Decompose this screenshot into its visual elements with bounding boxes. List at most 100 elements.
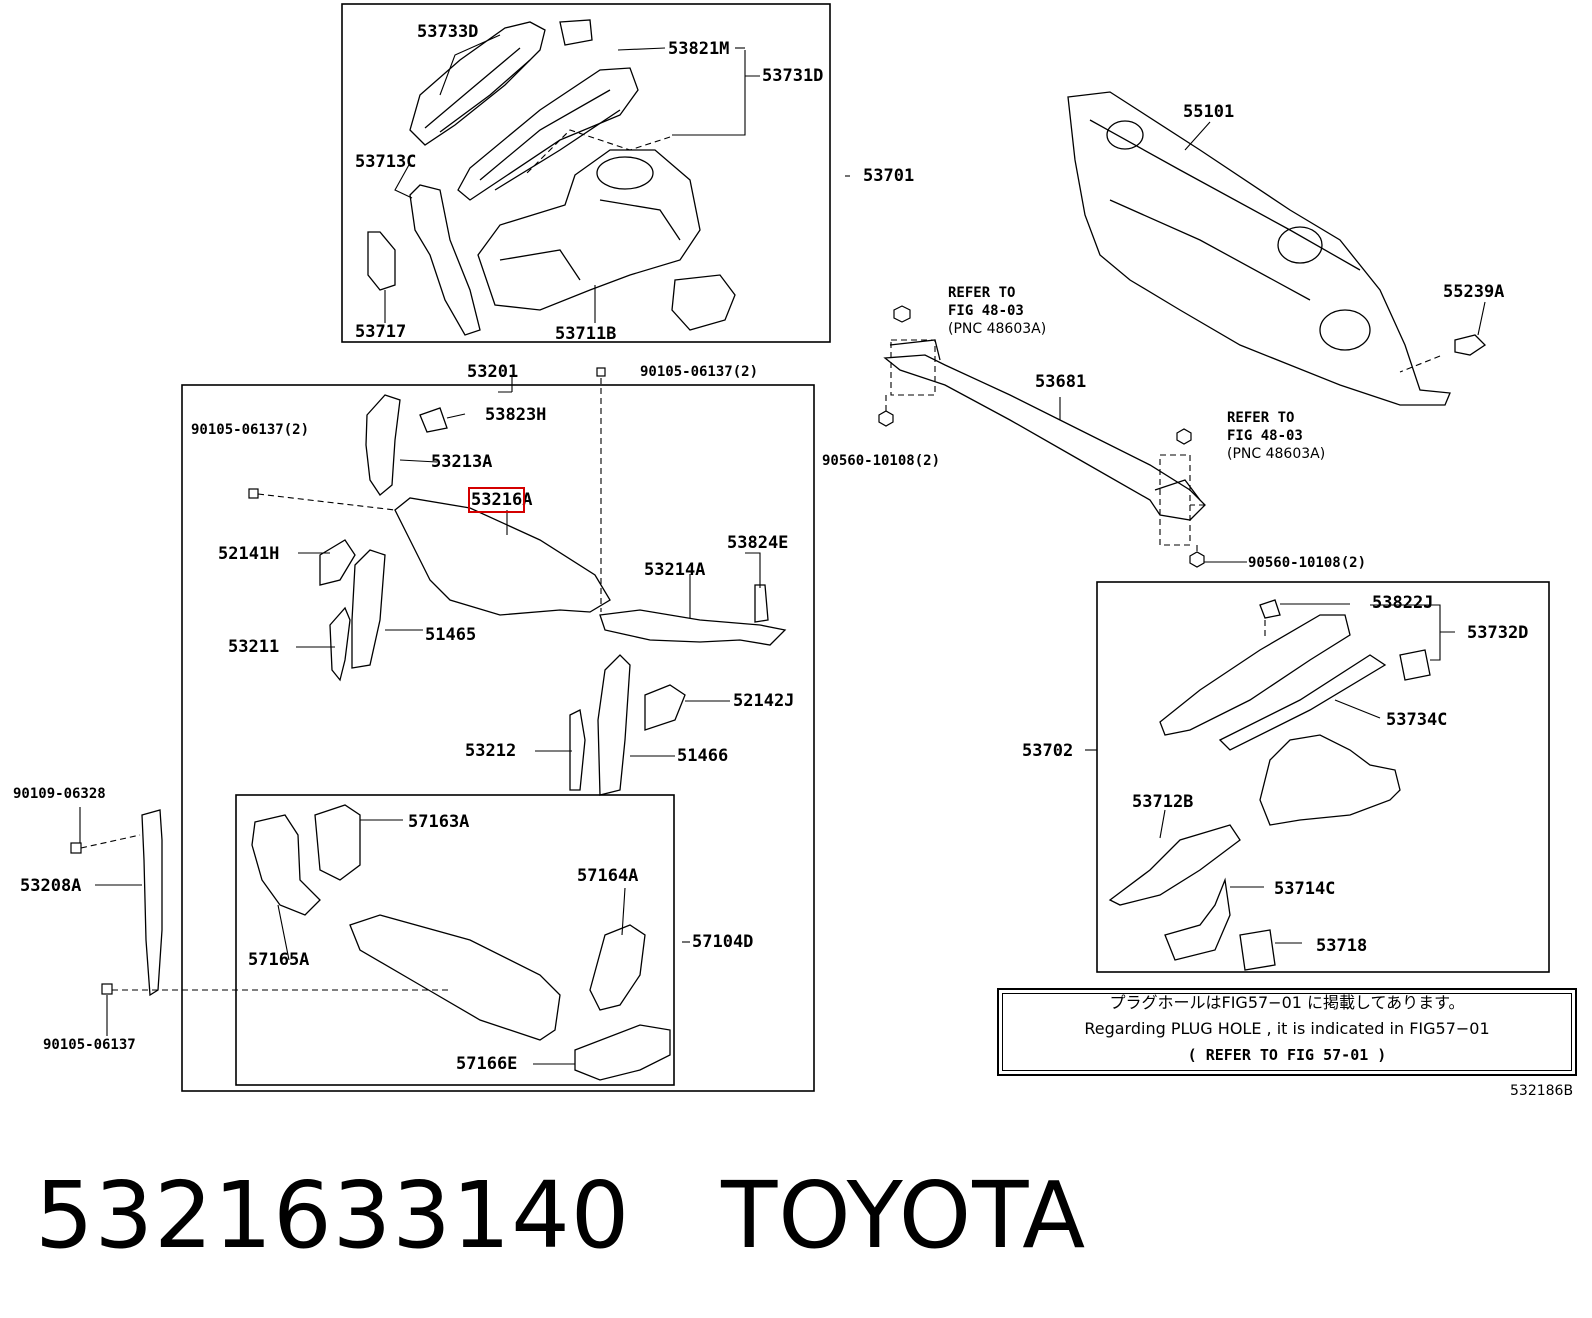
callout-53821M: 53821M — [668, 39, 730, 59]
callout-52141H: 52141H — [218, 544, 280, 564]
nut-refer-top — [893, 305, 911, 323]
callout-53216A-highlight: 53216 — [467, 487, 526, 513]
group-box-57104D — [235, 794, 675, 1086]
callout-90560-10108-2-left: 90560-10108(2) — [822, 453, 941, 469]
drawing-number: 532186B — [1510, 1083, 1574, 1099]
part-drawing-53702-housing — [1259, 734, 1401, 826]
refer-top-line2: FIG 48-03 — [948, 303, 1024, 319]
part-drawing-53821M — [559, 19, 593, 46]
callout-51466: 51466 — [677, 746, 729, 766]
part-drawing-53714C — [1164, 877, 1231, 961]
refer-right-line1: REFER TO — [1227, 410, 1295, 426]
plug-hole-note: プラグホールはFIG57−01 に掲載してあります。 Regarding PLU… — [997, 988, 1577, 1076]
nut-refer-right — [1176, 428, 1192, 445]
callout-53213A: 53213A — [431, 452, 493, 472]
callout-55101: 55101 — [1183, 102, 1235, 122]
part-drawing-53213A — [365, 394, 401, 496]
part-drawing-53732D-bracket — [1399, 649, 1431, 681]
callout-53718: 53718 — [1316, 936, 1368, 956]
callout-55239A: 55239A — [1443, 282, 1505, 302]
callout-53824E: 53824E — [727, 533, 789, 553]
callout-53702: 53702 — [1022, 741, 1074, 761]
callout-57166E: 57166E — [456, 1054, 518, 1074]
group-box-53702 — [1096, 581, 1550, 973]
callout-53714C: 53714C — [1274, 879, 1336, 899]
part-drawing-53731D — [457, 67, 639, 201]
callout-90109-06328: 90109-06328 — [13, 786, 106, 802]
group-box-53201 — [181, 384, 815, 1092]
part-drawing-53711B — [477, 149, 701, 311]
nut-90560-10108-left — [878, 410, 894, 427]
refer-right-line2: FIG 48-03 — [1227, 428, 1303, 444]
callout-53822J: 53822J — [1372, 593, 1434, 613]
callout-53717: 53717 — [355, 322, 407, 342]
bolt-90105-06137-top — [596, 367, 606, 377]
callout-53733D: 53733D — [417, 22, 479, 42]
callout-53734C: 53734C — [1386, 710, 1448, 730]
part-drawing-53211 — [329, 606, 351, 682]
part-number-caption: 5321633140 TOYOTA — [35, 1162, 1087, 1269]
group-box-53701 — [341, 3, 831, 343]
callout-53701: 53701 — [863, 166, 915, 186]
part-drawing-53734C — [1218, 654, 1387, 751]
callout-53732D: 53732D — [1467, 623, 1529, 643]
part-drawing-57164A — [589, 924, 646, 1011]
callout-53216A: 53216A — [467, 487, 533, 513]
bolt-90105-06137 — [101, 983, 113, 995]
callout-53713C: 53713C — [355, 152, 417, 172]
callout-53681: 53681 — [1035, 372, 1087, 392]
part-drawing-51465 — [351, 549, 386, 669]
callout-53731D: 53731D — [762, 66, 824, 86]
part-drawing-53823H — [419, 407, 448, 433]
callout-57165A: 57165A — [248, 950, 310, 970]
note-line-english: Regarding PLUG HOLE , it is indicated in… — [1084, 1019, 1490, 1038]
callout-57104D: 57104D — [692, 932, 754, 952]
part-drawing-52142J — [644, 684, 686, 731]
callout-57164A: 57164A — [577, 866, 639, 886]
refer-right-line3: (PNC 48603A) — [1227, 446, 1326, 462]
part-drawing-53681 — [883, 339, 1206, 521]
refer-block-right: REFER TO FIG 48-03 (PNC 48603A) — [1227, 409, 1325, 463]
part-drawing-53822J — [1259, 599, 1281, 619]
part-drawing-53733D — [409, 21, 546, 146]
part-drawing-53214A — [599, 609, 787, 646]
nut-90560-10108-right — [1189, 551, 1205, 568]
callout-53711B: 53711B — [555, 324, 617, 344]
callout-53201: 53201 — [467, 362, 519, 382]
note-line-japanese: プラグホールはFIG57−01 に掲載してあります。 — [1109, 993, 1465, 1012]
callout-53211: 53211 — [228, 637, 280, 657]
part-drawing-57163A — [314, 804, 361, 881]
part-drawing-53208A — [141, 809, 163, 997]
callout-90105-06137-2-left: 90105-06137(2) — [191, 422, 310, 438]
callout-53208A: 53208A — [20, 876, 82, 896]
callout-52142J: 52142J — [733, 691, 795, 711]
part-drawing-55101 — [1067, 91, 1451, 406]
part-drawing-53824E — [754, 584, 769, 623]
part-drawing-53718 — [1239, 929, 1276, 971]
part-drawing-57165A — [251, 814, 321, 916]
part-drawing-53713C — [409, 184, 481, 336]
callout-53214A: 53214A — [644, 560, 706, 580]
part-drawing-51466 — [597, 654, 631, 796]
callout-53823H: 53823H — [485, 405, 547, 425]
callout-53212: 53212 — [465, 741, 517, 761]
part-drawing-57104D — [349, 914, 561, 1041]
part-drawing-53701-extra — [671, 274, 736, 331]
part-drawing-53717 — [367, 231, 396, 291]
bolt-90105-06137-left — [248, 488, 259, 499]
part-drawing-53212 — [569, 709, 586, 791]
bolt-90109-06328 — [70, 842, 82, 854]
part-drawing-53712B — [1108, 824, 1241, 906]
callout-90105-06137-2-top: 90105-06137(2) — [640, 364, 759, 380]
callout-90105-06137: 90105-06137 — [43, 1037, 136, 1053]
part-drawing-53216A — [394, 497, 611, 616]
refer-top-line3: (PNC 48603A) — [948, 321, 1047, 337]
note-line-refer: ( REFER TO FIG 57-01 ) — [1187, 1046, 1387, 1064]
part-drawing-53732D — [1159, 614, 1351, 736]
callout-51465: 51465 — [425, 625, 477, 645]
callout-53712B: 53712B — [1132, 792, 1194, 812]
callout-57163A: 57163A — [408, 812, 470, 832]
callout-90560-10108-2-right: 90560-10108(2) — [1248, 555, 1367, 571]
callout-53216A-suffix: A — [522, 490, 533, 510]
